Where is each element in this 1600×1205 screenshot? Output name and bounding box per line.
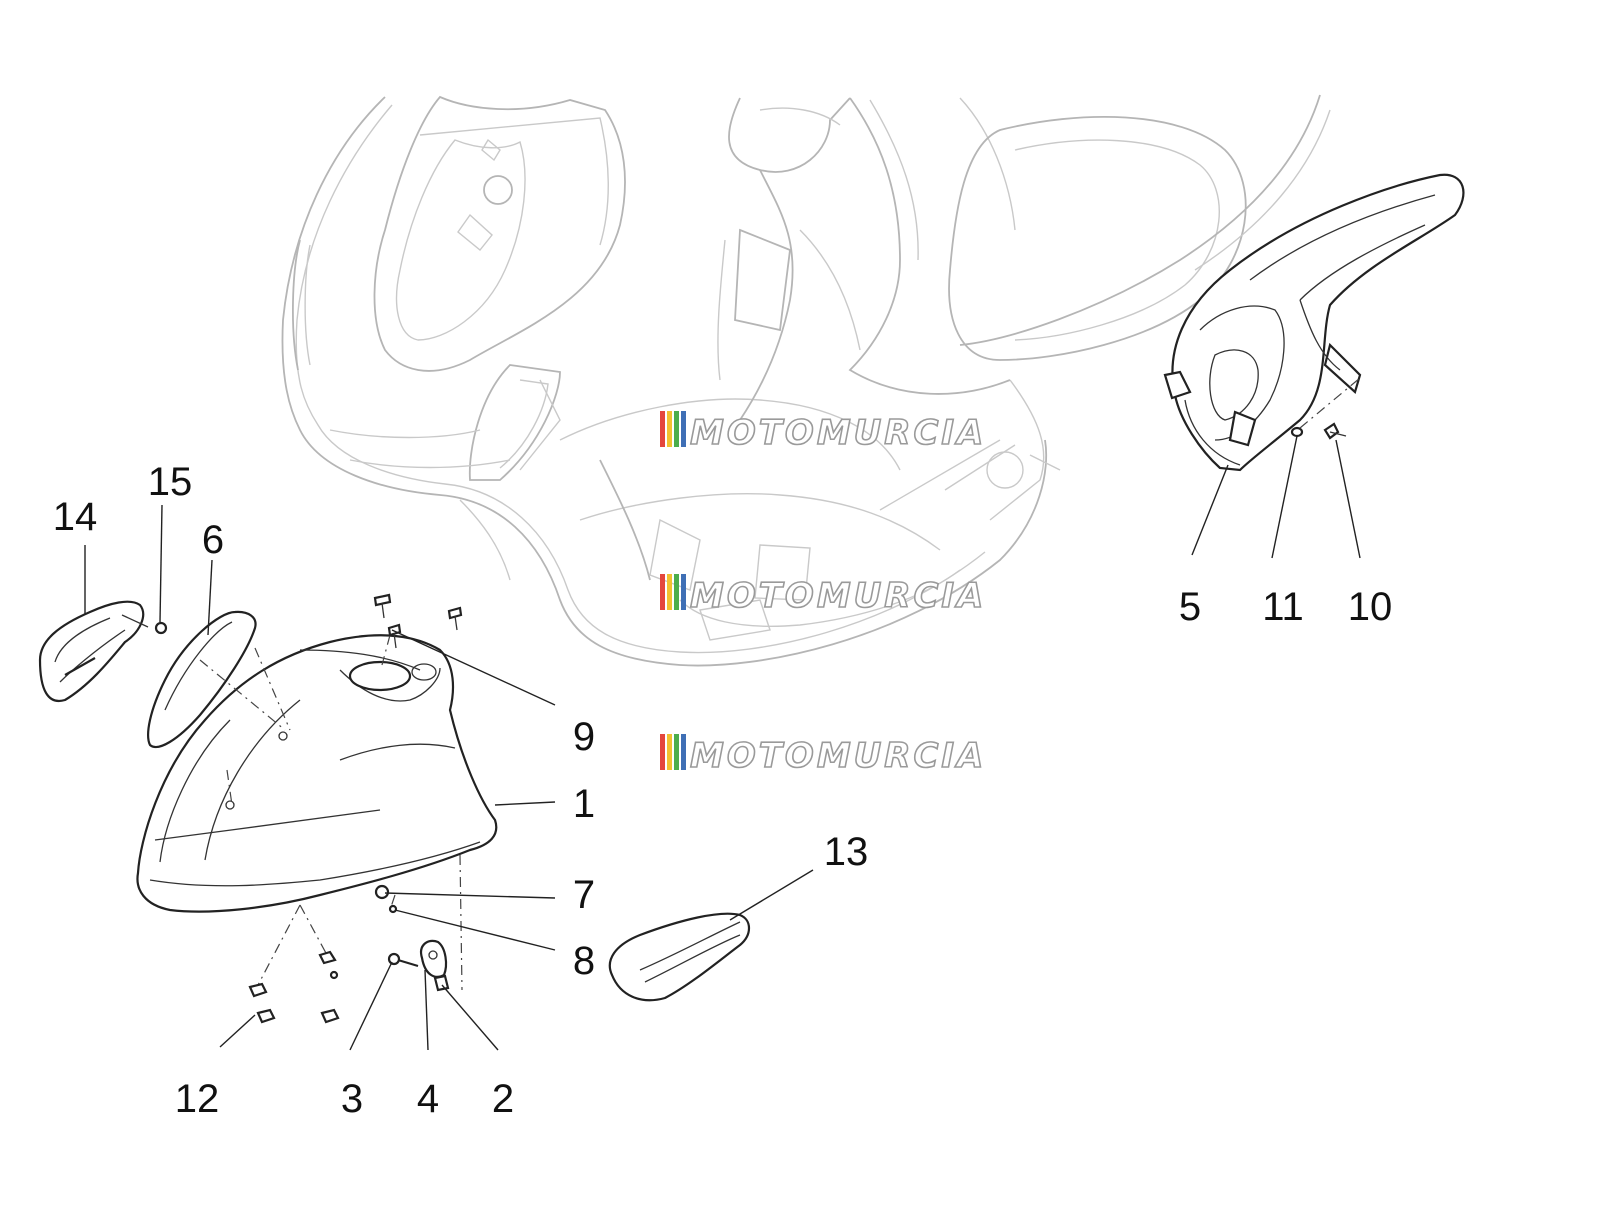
screw-3-icon — [387, 952, 419, 968]
front-mudguard — [136, 634, 498, 913]
watermark-1: MOTOMURCIA — [660, 411, 986, 454]
rear-splash-guard — [1163, 173, 1465, 472]
clip-2-icon — [433, 974, 450, 992]
badge-plate — [147, 610, 257, 749]
callout-12: 12 — [175, 1077, 220, 1121]
watermark-3: MOTOMURCIA — [660, 734, 986, 777]
watermark-2: MOTOMURCIA — [660, 574, 986, 617]
grille-cover-right — [608, 912, 751, 1002]
callout-10: 10 — [1348, 585, 1393, 629]
callout-3: 3 — [341, 1077, 363, 1121]
assembly-axis-lines — [199, 634, 463, 991]
callout-9: 9 — [573, 715, 595, 759]
watermark-text-2: MOTOMURCIA — [690, 576, 986, 616]
watermark-text-3: MOTOMURCIA — [690, 736, 986, 776]
callout-8: 8 — [573, 939, 595, 983]
callout-11: 11 — [1262, 585, 1304, 629]
watermark-text-1: MOTOMURCIA — [690, 413, 986, 453]
callout-7: 7 — [573, 873, 595, 917]
scooter-body-outline — [281, 94, 1331, 667]
callout-numbers: 1 2 3 4 5 6 7 8 9 10 11 12 13 14 15 — [53, 460, 1393, 1121]
screw-8-icon — [388, 904, 398, 914]
leader-lines — [84, 435, 1361, 1051]
grille-cover-left — [38, 600, 149, 703]
callout-2: 2 — [492, 1077, 514, 1121]
callout-13: 13 — [824, 830, 869, 874]
callout-4: 4 — [417, 1077, 439, 1121]
washer-15-icon — [154, 621, 168, 635]
clip-4-icon — [420, 939, 448, 978]
washer-11-icon — [1290, 426, 1304, 438]
screw-9-icon — [373, 593, 463, 649]
callout-1: 1 — [573, 782, 595, 826]
callout-6: 6 — [202, 518, 224, 562]
callout-5: 5 — [1179, 585, 1201, 629]
screw-10-icon — [1323, 422, 1347, 440]
nut-icons — [248, 950, 340, 1024]
callout-14: 14 — [53, 495, 98, 539]
nut-7-icon — [374, 884, 390, 900]
callout-15: 15 — [148, 460, 193, 504]
